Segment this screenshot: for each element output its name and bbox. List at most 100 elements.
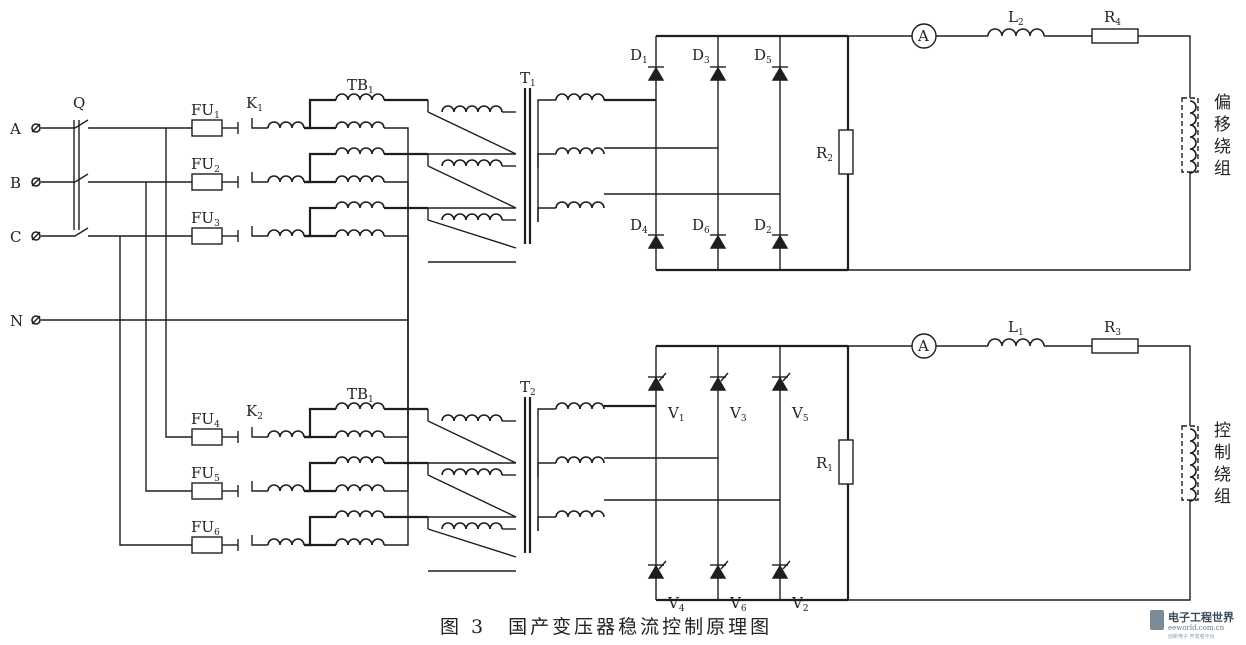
thyristor-body	[647, 376, 665, 391]
diode-lower-1	[647, 234, 665, 249]
wire	[304, 98, 336, 130]
wire	[848, 500, 1191, 601]
resistor-r4	[1091, 28, 1139, 44]
diode-label-dn-2: D6	[692, 216, 710, 236]
diode-label-dn-3: D2	[754, 216, 772, 236]
balancer-coil-bot	[335, 538, 385, 546]
diode-body	[647, 234, 665, 249]
fuse-fu3	[191, 227, 223, 245]
diode-label-up-2: D3	[692, 46, 710, 66]
terminal-a-slash	[31, 123, 41, 133]
balancer-label-tb2: TB1	[347, 385, 374, 405]
balancer-label-tb2-sub: 1	[368, 395, 374, 405]
contact-right	[251, 172, 268, 183]
zigzag-link	[427, 474, 517, 518]
primary-coil	[441, 159, 503, 167]
fuse-label-fu6: FU6	[191, 518, 220, 538]
switch-blade	[74, 119, 89, 129]
fuse-fu6	[191, 536, 223, 554]
balancer-coil-bot	[335, 484, 385, 492]
thyristor-body	[771, 564, 789, 579]
balancer-coil-top	[335, 402, 385, 410]
inductor-label-l1-sub: 1	[1018, 328, 1024, 338]
fuse-label-fu3: FU3	[191, 209, 220, 229]
figure-caption: 图 3 国产变压器稳流控制原理图	[440, 616, 772, 638]
contact-right	[251, 118, 268, 129]
primary-coil	[441, 522, 503, 530]
contact-right	[251, 481, 268, 492]
wire	[537, 99, 556, 114]
secondary-coil	[555, 201, 605, 209]
contactor-label-k2: K2	[246, 402, 263, 422]
watermark-logo: 电子工程世界 eeworld.com.cn 创新电子 开发者平台	[1150, 610, 1234, 640]
thyristor-label-up-2: V3	[729, 404, 747, 424]
diode-label-dn-3-sub: 2	[766, 226, 772, 236]
inductor-label-l2-sub: 2	[1018, 18, 1024, 28]
diode-lower-3	[771, 234, 789, 249]
thyristor-upper-1	[647, 372, 667, 391]
wire	[384, 320, 409, 546]
phase-label-a: A	[9, 120, 21, 138]
balancer-coil-top	[335, 456, 385, 464]
zigzag-link	[427, 219, 517, 249]
wire	[119, 236, 192, 546]
resistor-label-r1: R1	[816, 454, 833, 474]
terminal-b-slash	[31, 177, 41, 187]
contactor-label-k2-sub: 2	[257, 412, 263, 422]
primary-coil	[441, 414, 503, 422]
fuse-fu5	[191, 482, 223, 500]
thyristor-label-dn-1-sub: 4	[679, 604, 685, 614]
diode-label-up-3-sub: 5	[766, 56, 772, 66]
switch-label-q: Q	[73, 94, 85, 112]
diode-body	[771, 234, 789, 249]
resistor-r2	[838, 129, 854, 175]
thyristor-body	[647, 564, 665, 579]
diode-label-up-1-sub: 1	[642, 56, 648, 66]
diode-label-up-3: D5	[754, 46, 772, 66]
resistor-label-r4: R4	[1104, 8, 1121, 28]
winding-1-char-2: 绕	[1214, 465, 1231, 485]
wire	[537, 462, 556, 477]
contact-right	[251, 535, 268, 546]
thyristor-gate	[658, 372, 667, 382]
ammeter-0-symbol: A	[917, 27, 929, 45]
thyristor-gate	[720, 372, 729, 382]
wire	[384, 235, 409, 320]
balancer-coil-top	[335, 201, 385, 209]
balancer-coil-a	[267, 121, 305, 129]
resistor-label-r3-sub: 3	[1115, 328, 1121, 338]
wire	[384, 320, 409, 438]
components	[31, 23, 1199, 579]
fuse-fu1	[191, 119, 223, 137]
fuse-label-fu4-sub: 4	[214, 420, 220, 430]
wire	[384, 127, 409, 320]
wire	[537, 408, 556, 423]
thyristor-label-up-2-sub: 3	[741, 414, 747, 424]
balancer-coil-top	[335, 147, 385, 155]
wire	[848, 172, 1191, 271]
thyristor-lower-3	[771, 560, 791, 579]
fuse-label-fu5: FU5	[191, 464, 220, 484]
switch-blade	[74, 173, 89, 183]
zigzag-link	[427, 165, 517, 209]
wire	[304, 407, 336, 439]
thyristor-gate	[658, 560, 667, 570]
wire	[304, 515, 336, 547]
fuse-label-fu4: FU4	[191, 410, 220, 430]
balancer-label-tb1: TB1	[347, 76, 374, 96]
thyristor-label-up-1-sub: 1	[679, 414, 685, 424]
wire	[304, 152, 336, 184]
wire	[384, 181, 409, 320]
secondary-coil	[555, 402, 605, 410]
fuse-label-fu1-sub: 1	[214, 111, 220, 121]
fuse-label-fu3-sub: 3	[214, 219, 220, 229]
thyristor-gate	[782, 560, 791, 570]
primary-coil	[441, 213, 503, 221]
wire	[1138, 35, 1191, 98]
zigzag-link	[427, 111, 517, 155]
thyristor-label-dn-3-sub: 2	[803, 604, 809, 614]
thyristor-gate	[720, 560, 729, 570]
thyristor-body	[709, 376, 727, 391]
contactor-label-k1: K1	[246, 94, 263, 114]
